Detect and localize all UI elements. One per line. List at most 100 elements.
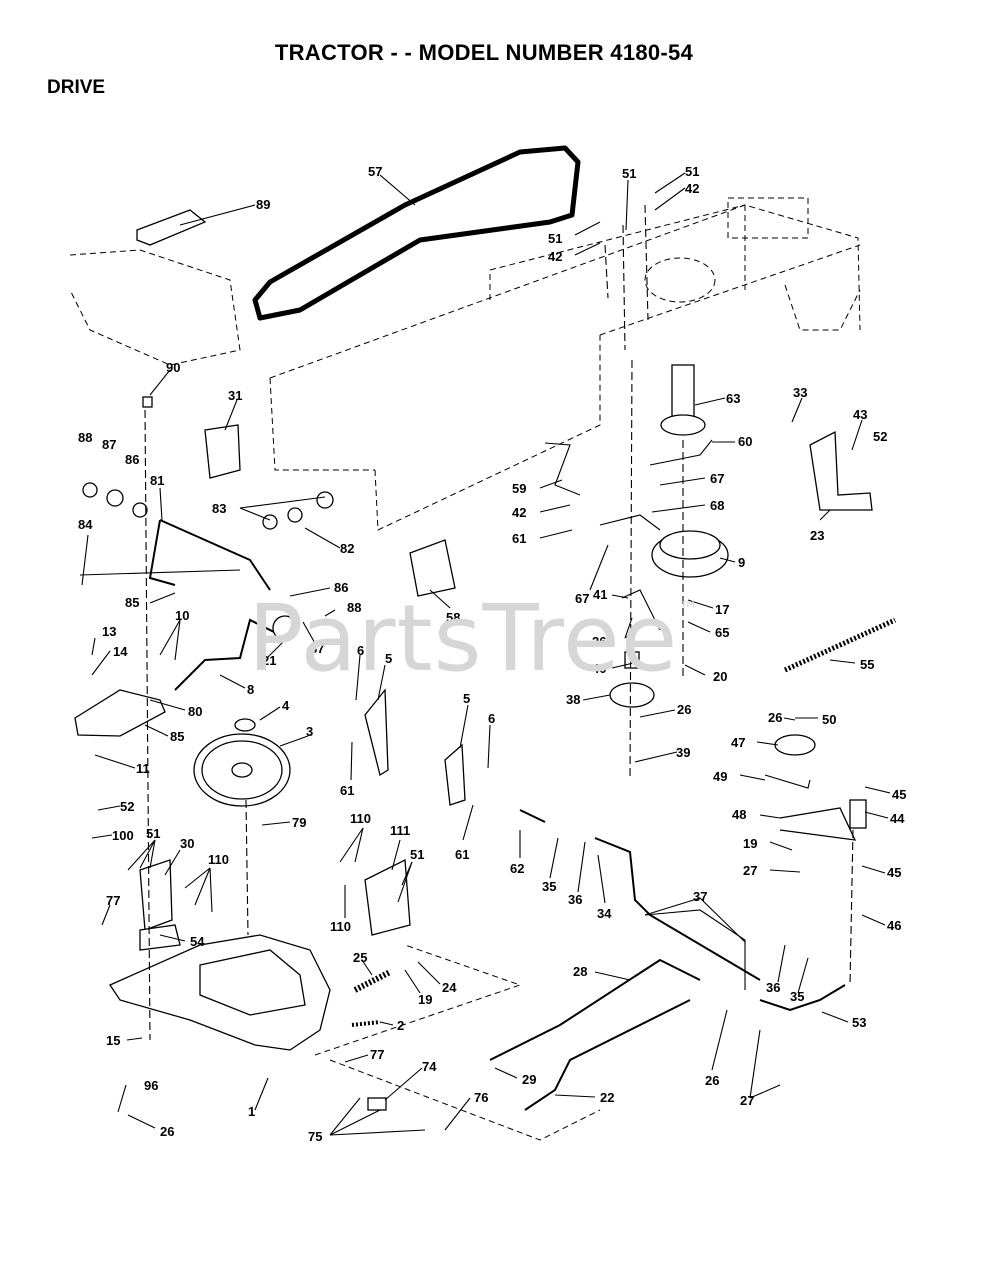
callout-59: 59 [512, 481, 526, 496]
callout-23: 23 [810, 528, 824, 543]
callout-25: 25 [353, 950, 367, 965]
leader-lines [81, 172, 891, 1136]
callout-74: 74 [422, 1059, 437, 1074]
callout-21: 21 [262, 653, 276, 668]
callout-62: 62 [510, 861, 524, 876]
callout-34: 34 [597, 906, 612, 921]
callout-42: 42 [685, 181, 699, 196]
callout-51: 51 [548, 231, 562, 246]
callout-28: 28 [573, 964, 587, 979]
callout-110: 110 [350, 811, 371, 826]
parts [74, 209, 897, 1141]
trademark-symbol: ™ [678, 597, 700, 621]
callout-11: 11 [136, 761, 150, 776]
callout-9: 9 [738, 555, 745, 570]
callout-2: 2 [397, 1018, 404, 1033]
callout-19: 19 [743, 836, 757, 851]
callout-13: 13 [102, 624, 116, 639]
callout-79: 79 [292, 815, 306, 830]
callout-22: 22 [600, 1090, 614, 1105]
callout-51: 51 [685, 164, 699, 179]
callout-44: 44 [890, 811, 905, 826]
callout-51: 51 [410, 847, 424, 862]
callout-26: 26 [705, 1073, 719, 1088]
callout-36: 36 [766, 980, 780, 995]
callout-5: 5 [463, 691, 470, 706]
callout-65: 65 [715, 625, 729, 640]
callout-77: 77 [370, 1047, 384, 1062]
callout-110: 110 [330, 919, 351, 934]
callout-61: 61 [340, 783, 354, 798]
callout-86: 86 [125, 452, 139, 467]
callout-41: 41 [593, 587, 607, 602]
callout-100: 100 [112, 828, 134, 843]
callout-48: 48 [732, 807, 746, 822]
callout-82: 82 [340, 541, 354, 556]
callout-47: 47 [731, 735, 745, 750]
page-title: TRACTOR - - MODEL NUMBER 4180-54 [274, 40, 694, 65]
watermark: PartsTree™ [248, 585, 699, 692]
callout-86: 86 [334, 580, 348, 595]
callout-33: 33 [793, 385, 807, 400]
callout-42: 42 [512, 505, 526, 520]
callout-51: 51 [622, 166, 636, 181]
callout-61: 61 [512, 531, 526, 546]
callout-58: 58 [446, 610, 460, 625]
callout-87: 87 [102, 437, 116, 452]
callout-27: 27 [743, 863, 757, 878]
callout-39: 39 [676, 745, 690, 760]
callout-43: 43 [853, 407, 867, 422]
callout-26: 26 [768, 710, 782, 725]
callout-1: 1 [248, 1104, 255, 1119]
callout-61: 61 [455, 847, 469, 862]
drive-belt [252, 145, 581, 321]
callout-42: 42 [548, 249, 562, 264]
section-heading: DRIVE [47, 77, 106, 98]
callout-35: 35 [790, 989, 804, 1004]
callout-36: 36 [568, 892, 582, 907]
callout-87: 87 [310, 641, 324, 656]
callout-30: 30 [180, 836, 194, 851]
watermark-text: PartsTree [248, 585, 679, 692]
callout-111: 111 [390, 823, 410, 838]
callout-51: 51 [146, 826, 160, 841]
callout-67: 67 [710, 471, 724, 486]
callout-49: 49 [713, 769, 727, 784]
callout-8: 8 [247, 682, 254, 697]
callout-45: 45 [892, 787, 906, 802]
callout-31: 31 [228, 388, 242, 403]
callout-67: 67 [575, 591, 589, 606]
callout-26: 26 [677, 702, 691, 717]
callout-54: 54 [190, 934, 205, 949]
callout-17: 17 [715, 602, 729, 617]
callout-68: 68 [710, 498, 724, 513]
callout-14: 14 [113, 644, 128, 659]
callout-26: 26 [592, 634, 606, 649]
callout-52: 52 [120, 799, 134, 814]
callout-27: 27 [740, 1093, 754, 1108]
callout-77: 77 [106, 893, 120, 908]
callout-45: 45 [887, 865, 901, 880]
callout-37: 37 [693, 889, 707, 904]
callout-10: 10 [175, 608, 189, 623]
callout-38: 38 [566, 692, 580, 707]
callout-4: 4 [282, 698, 290, 713]
callout-26: 26 [160, 1124, 174, 1139]
callout-24: 24 [442, 980, 457, 995]
callout-90: 90 [166, 360, 180, 375]
callout-52: 52 [873, 429, 887, 444]
callout-55: 55 [860, 657, 874, 672]
callout-50: 50 [822, 712, 836, 727]
callout-85: 85 [170, 729, 184, 744]
callout-84: 84 [78, 517, 93, 532]
callout-60: 60 [738, 434, 752, 449]
callout-110: 110 [208, 852, 229, 867]
callout-89: 89 [256, 197, 270, 212]
callout-88: 88 [78, 430, 92, 445]
callout-46: 46 [887, 918, 901, 933]
callout-40: 40 [592, 661, 606, 676]
callout-88: 88 [347, 600, 361, 615]
callout-35: 35 [542, 879, 556, 894]
callout-63: 63 [726, 391, 740, 406]
